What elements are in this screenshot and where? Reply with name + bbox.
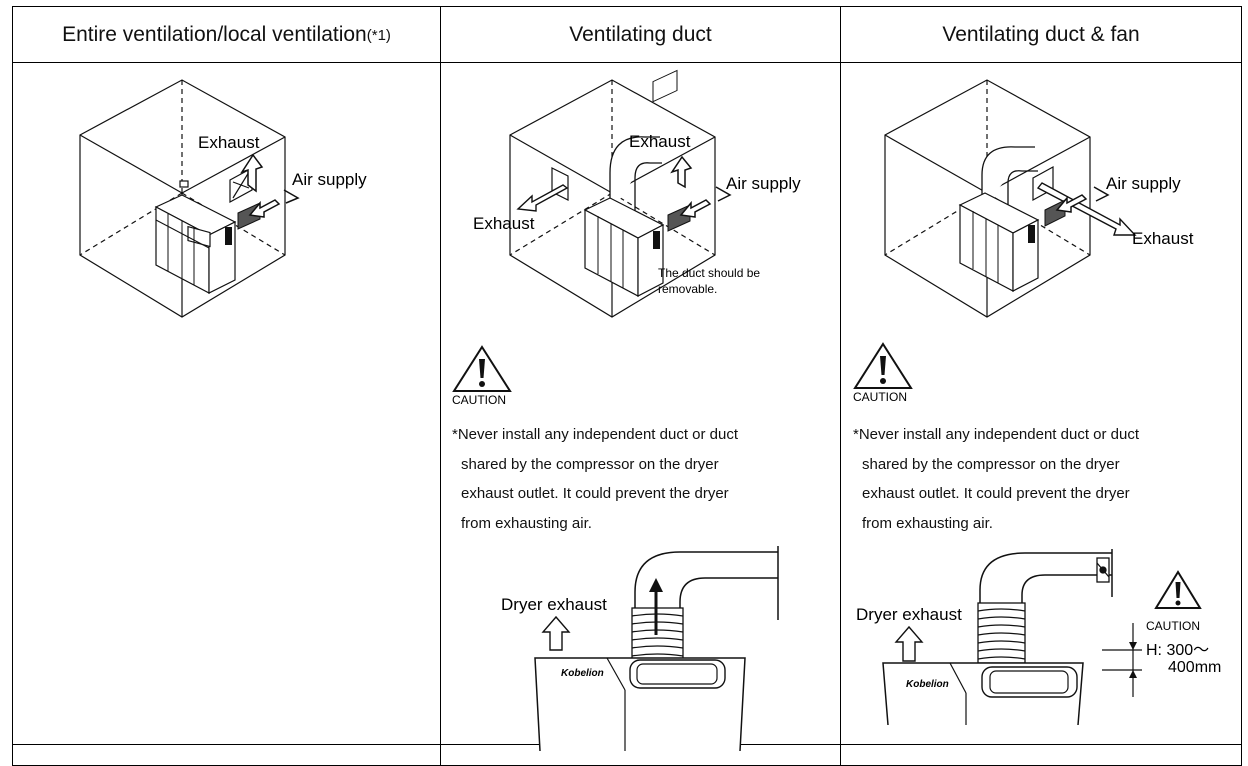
col2-dryer-exhaust-label: Dryer exhaust [501, 595, 607, 614]
caution-line: exhaust outlet. It could prevent the dry… [461, 485, 729, 502]
caution-warning-icon: CAUTION [853, 342, 913, 404]
caution-warning-icon: CAUTION [452, 345, 512, 407]
room-illustration-duct-fan: Air supply Exhaust [884, 79, 1194, 318]
col2-exhaust-left-label: Exhaust [473, 214, 535, 233]
col3-caution-label: CAUTION [1146, 619, 1200, 633]
room-illustration-entire-ventilation: Exhaust Air supply [79, 79, 367, 318]
header-col1-text: Entire ventilation/local ventilation [62, 23, 367, 46]
col2-exhaust-top-label: Exhaust [629, 132, 691, 151]
col3-air-supply-label: Air supply [1106, 174, 1181, 193]
caution-line: *Never install any independent duct or d… [853, 426, 1140, 443]
duct-note-line2: removable. [658, 282, 717, 296]
caution-label: CAUTION [853, 390, 907, 404]
col3-dryer-exhaust-label: Dryer exhaust [856, 605, 962, 624]
brand-logo-col2: Kobelion [561, 668, 604, 679]
caution-line: from exhausting air. [461, 514, 592, 532]
header-ventilating-duct-fan: Ventilating duct & fan [841, 7, 1241, 63]
col2-air-supply-label: Air supply [726, 174, 801, 193]
col3-exhaust-label: Exhaust [1132, 229, 1194, 248]
height-spec-line1: H: 300～ [1146, 642, 1209, 659]
height-spec-line2: 400mm [1168, 659, 1221, 676]
column-divider [440, 7, 441, 765]
caution-line: from exhausting air. [862, 514, 993, 532]
column-divider [840, 7, 841, 765]
brand-logo-col3: Kobelion [906, 679, 949, 690]
header-divider [13, 62, 1241, 63]
caution-text-col2: *Never install any independent duct or d… [452, 420, 738, 538]
room-illustration-ventilating-duct: Exhaust Exhaust Air supply The duct shou… [473, 69, 801, 318]
caution-line: exhaust outlet. It could prevent the dry… [862, 485, 1130, 502]
dryer-exhaust-detail-col3: Kobelion Dryer exhaust CAUTION H: 300～ 4… [856, 549, 1221, 726]
caution-line: shared by the compressor on the dryer [461, 455, 719, 473]
dryer-exhaust-detail-col2: Kobelion Dryer exhaust [501, 546, 779, 752]
duct-note-line1: The duct should be [658, 266, 760, 280]
caution-line: *Never install any independent duct or d… [452, 426, 739, 443]
header-col3-text: Ventilating duct & fan [942, 23, 1140, 46]
header-entire-ventilation: Entire ventilation/local ventilation(*1) [13, 7, 440, 63]
header-ventilating-duct: Ventilating duct [441, 7, 840, 63]
caution-line: shared by the compressor on the dryer [862, 455, 1120, 473]
caution-label: CAUTION [452, 393, 506, 407]
header-col1-note: (*1) [366, 26, 391, 44]
col1-exhaust-label: Exhaust [198, 133, 260, 152]
caution-text-col3: *Never install any independent duct or d… [853, 420, 1139, 538]
col1-air-supply-label: Air supply [292, 170, 367, 189]
header-col2-text: Ventilating duct [569, 23, 712, 46]
